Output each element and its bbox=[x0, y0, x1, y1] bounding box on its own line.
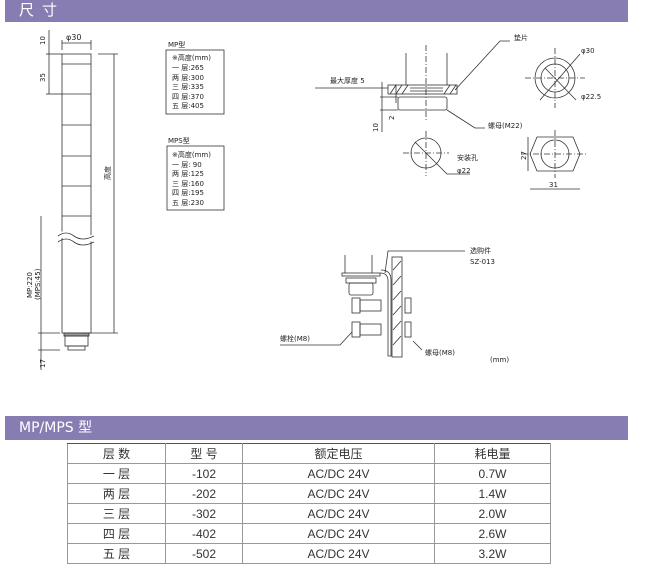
nut-m8-label: 螺母(M8) bbox=[425, 348, 455, 357]
cell-voltage: AC/DC 24V bbox=[242, 523, 435, 544]
cell-model: -202 bbox=[165, 483, 243, 504]
cell-power: 2.6W bbox=[434, 523, 551, 544]
option-code: SZ-013 bbox=[470, 258, 495, 266]
cell-voltage: AC/DC 24V bbox=[242, 543, 435, 564]
cell-model: -502 bbox=[165, 543, 243, 564]
mp-box-row: 两 层:300 bbox=[172, 74, 204, 82]
dim-2: 2 bbox=[388, 116, 396, 120]
ring-inner-diameter: φ22.5 bbox=[581, 93, 601, 101]
mp-box-heading: ※高度(mm) bbox=[172, 53, 211, 62]
header-layers: 层 数 bbox=[67, 443, 166, 464]
tower-length-mp: MP:220 bbox=[26, 272, 34, 298]
mp-box-row: 四 层:370 bbox=[172, 93, 204, 101]
tower-diameter: φ30 bbox=[66, 33, 81, 42]
cell-layers: 四 层 bbox=[67, 523, 166, 544]
max-thickness-label: 最大厚度 5 bbox=[330, 76, 365, 85]
hole-diameter: φ22 bbox=[457, 167, 471, 175]
tower-height-label: 高度 bbox=[103, 166, 112, 180]
mps-box-row: 一 层: 90 bbox=[172, 161, 202, 169]
mps-box-row: 两 层:125 bbox=[172, 170, 204, 178]
table-header-row: 层 数 型 号 额定电压 耗电量 bbox=[67, 443, 551, 464]
tower-base: 17 bbox=[39, 359, 47, 368]
mp-box-content: ※高度(mm) 一 层:265 两 层:300 三 层:335 四 层:370 … bbox=[172, 53, 211, 110]
cell-power: 1.4W bbox=[434, 483, 551, 504]
section-header-mp-mps: MP/MPS 型 bbox=[5, 416, 628, 440]
mp-box-row: 三 层:335 bbox=[172, 83, 204, 91]
mps-box-row: 四 层:195 bbox=[172, 189, 204, 197]
section-header-dimensions: 尺寸 bbox=[5, 0, 628, 22]
washer-label: 垫片 bbox=[514, 33, 528, 42]
dim-10: 10 bbox=[372, 123, 380, 132]
cell-voltage: AC/DC 24V bbox=[242, 463, 435, 484]
cell-voltage: AC/DC 24V bbox=[242, 483, 435, 504]
tower-drawing bbox=[38, 30, 118, 370]
cell-layers: 五 层 bbox=[67, 543, 166, 564]
header-power: 耗电量 bbox=[434, 443, 551, 464]
cell-power: 0.7W bbox=[434, 463, 551, 484]
header-model: 型 号 bbox=[165, 443, 243, 464]
bolt-m8-label: 螺栓(M8) bbox=[280, 334, 310, 343]
tower-length-mps: (MPS:45) bbox=[34, 268, 42, 300]
cell-voltage: AC/DC 24V bbox=[242, 503, 435, 524]
cell-model: -102 bbox=[165, 463, 243, 484]
hole-label: 安装孔 bbox=[457, 153, 478, 162]
cell-power: 3.2W bbox=[434, 543, 551, 564]
mp-box-row: 五 层:405 bbox=[172, 102, 204, 110]
tower-top-gap: 10 bbox=[39, 36, 47, 45]
nut-m22-label: 螺母(M22) bbox=[488, 121, 523, 130]
cell-layers: 一 层 bbox=[67, 463, 166, 484]
cell-model: -402 bbox=[165, 523, 243, 544]
header-voltage: 额定电压 bbox=[242, 443, 435, 464]
ring-outer-diameter: φ30 bbox=[581, 47, 595, 55]
cell-layers: 两 层 bbox=[67, 483, 166, 504]
unit-label: (mm) bbox=[490, 356, 509, 364]
hex-width: 31 bbox=[549, 181, 558, 189]
bracket-drawing bbox=[280, 250, 465, 358]
tower-segment: 35 bbox=[39, 73, 47, 82]
mount-drawing bbox=[315, 40, 588, 190]
mps-box-heading: ※高度(mm) bbox=[172, 150, 211, 159]
dimension-drawing: φ30 10 35 高度 MP:220 (MPS:45) 17 MP型 ※高度(… bbox=[26, 30, 601, 370]
section-title: MP/MPS 型 bbox=[19, 420, 93, 436]
mps-box-row: 三 层:160 bbox=[172, 180, 204, 188]
mp-box-title: MP型 bbox=[168, 40, 185, 49]
section-title: 尺寸 bbox=[19, 1, 66, 19]
cell-layers: 三 层 bbox=[67, 503, 166, 524]
cell-model: -302 bbox=[165, 503, 243, 524]
hex-height: 27 bbox=[520, 151, 528, 160]
mps-box-row: 五 层:230 bbox=[172, 199, 204, 207]
mp-box-row: 一 层:265 bbox=[172, 64, 204, 72]
mps-box-title: MPS型 bbox=[168, 136, 190, 145]
cell-power: 2.0W bbox=[434, 503, 551, 524]
option-label: 选购件 bbox=[470, 246, 491, 255]
mps-box-content: ※高度(mm) 一 层: 90 两 层:125 三 层:160 四 层:195 … bbox=[172, 150, 211, 207]
